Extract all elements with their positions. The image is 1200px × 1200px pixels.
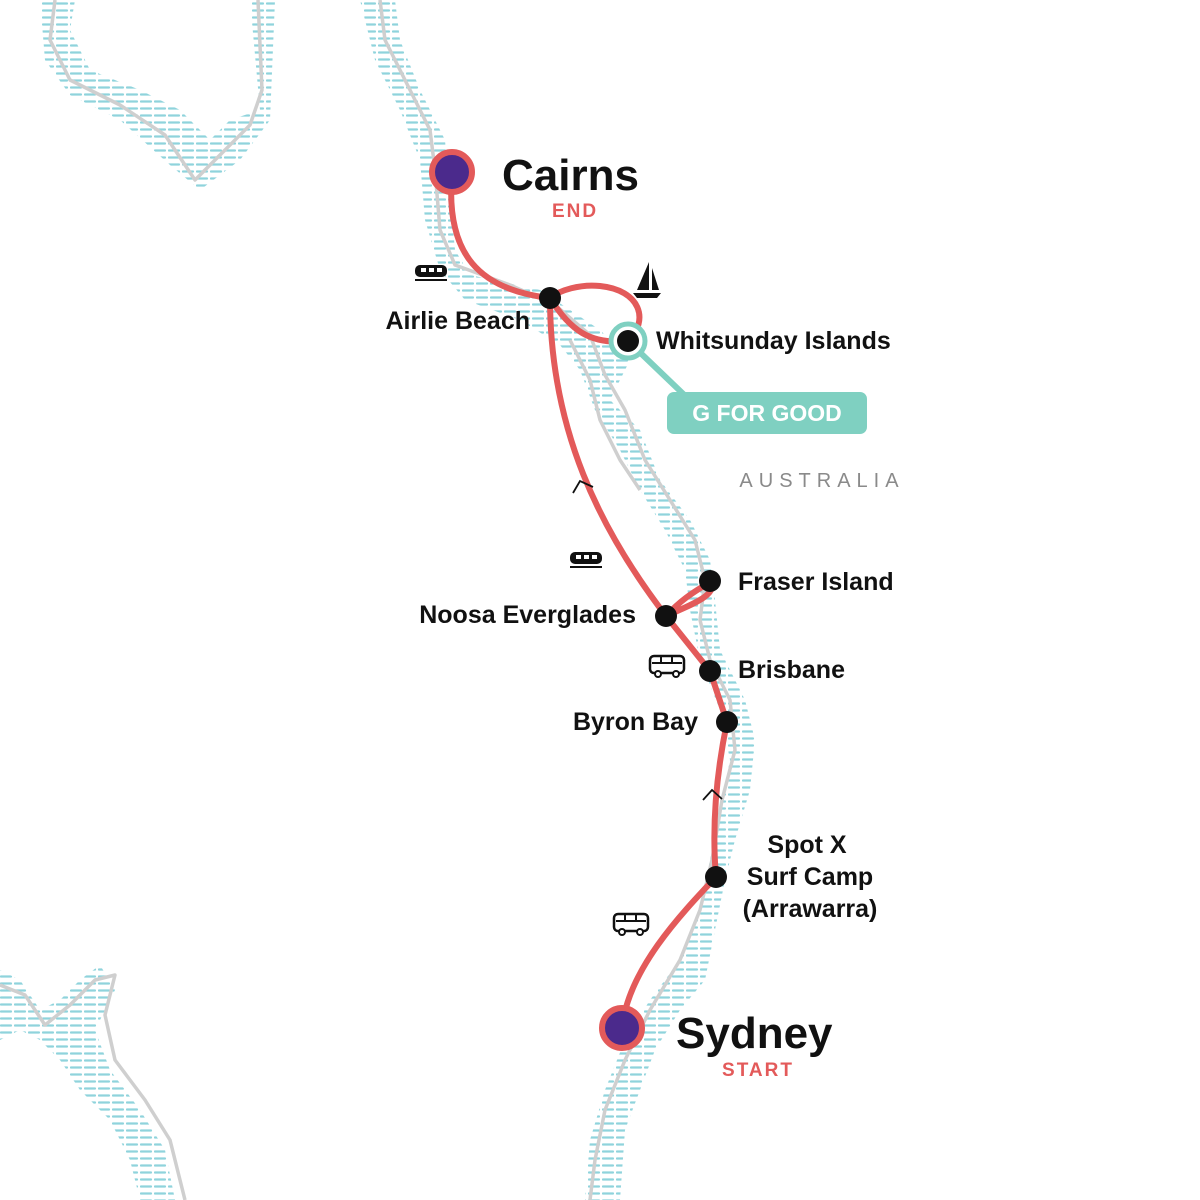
label-spot-x-line1: Spot X [767, 831, 846, 859]
bus-icon [648, 654, 686, 678]
train-icon [415, 265, 447, 281]
stop-marker-fraser-island [699, 570, 721, 592]
stop-marker-whitsunday-islands [617, 330, 639, 352]
direction-arrows [572, 479, 723, 801]
bus-icon [612, 912, 650, 936]
label-spot-x-line3: (Arrawarra) [743, 895, 878, 923]
label-spot-x-line2: Surf Camp [747, 863, 873, 891]
label-end-tag: END [552, 201, 598, 222]
label-noosa-everglades: Noosa Everglades [419, 601, 636, 629]
stop-marker-brisbane [699, 660, 721, 682]
stop-markers [539, 287, 738, 888]
stop-marker-noosa-everglades [655, 605, 677, 627]
label-country: AUSTRALIA [739, 470, 904, 492]
label-airlie-beach: Airlie Beach [385, 307, 530, 335]
label-brisbane: Brisbane [738, 656, 845, 684]
sailboat-icon [633, 262, 661, 298]
gforgood-badge-label: G FOR GOOD [692, 400, 842, 426]
stop-marker-airlie-beach [539, 287, 561, 309]
label-fraser-island: Fraser Island [738, 568, 894, 596]
train-icon [570, 552, 602, 568]
endpoint-cairns [429, 149, 475, 195]
label-start-tag: START [722, 1060, 794, 1081]
label-sydney: Sydney [676, 1009, 833, 1058]
gforgood-badge: G FOR GOOD [667, 392, 867, 434]
label-whitsunday-islands: Whitsunday Islands [656, 327, 891, 355]
label-byron-bay: Byron Bay [573, 708, 698, 736]
label-cairns: Cairns [502, 151, 639, 200]
stop-marker-spot-x [705, 866, 727, 888]
coastlines [0, 0, 737, 1200]
endpoint-sydney [599, 1005, 645, 1051]
stop-marker-byron-bay [716, 711, 738, 733]
